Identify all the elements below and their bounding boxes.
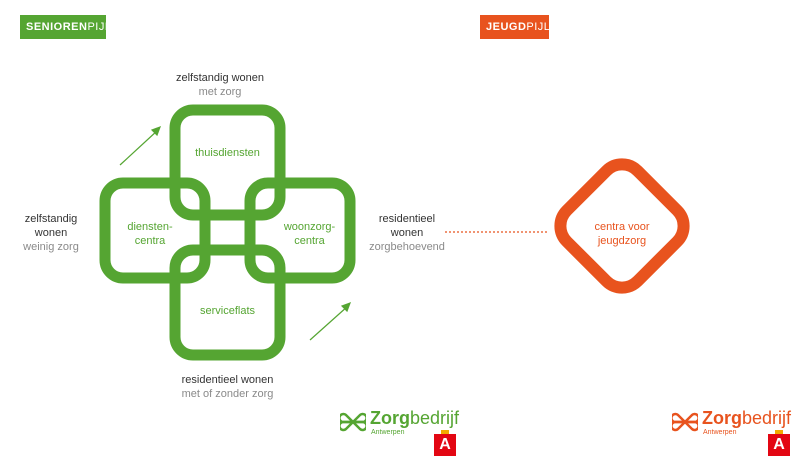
arrow-up-left-head bbox=[150, 125, 162, 137]
arrow-up-right-head bbox=[340, 301, 352, 313]
top-label-line1: zelfstandig wonen bbox=[175, 72, 265, 84]
antwerpen-a-badge: A bbox=[768, 430, 790, 456]
bottom-label-line1: residentieel wonen bbox=[181, 374, 274, 386]
right-label-line3: zorgbehoevend bbox=[369, 241, 445, 253]
top-label-line2: met zorg bbox=[198, 86, 242, 98]
left-label-line1: zelfstandig bbox=[24, 213, 78, 225]
node-dienstencentra-line1: diensten- bbox=[127, 221, 173, 233]
node-dienstencentra-line2: centra bbox=[134, 235, 166, 247]
jeugdzorg-diamond bbox=[554, 158, 690, 294]
node-woonzorgcentra-line2: centra bbox=[294, 235, 325, 247]
clover-icon bbox=[672, 412, 698, 432]
chain-link-bottom bbox=[169, 244, 286, 361]
logo-sub-green: Antwerpen bbox=[371, 429, 405, 436]
node-jeugdzorg: centra voor jeugdzorg bbox=[577, 220, 667, 248]
chain-link-top bbox=[169, 104, 286, 221]
jeugd-pijler-badge: JEUGDPIJLER bbox=[480, 15, 566, 39]
logo-word-orange: Zorgbedrijf bbox=[702, 408, 792, 428]
arrow-up-right bbox=[309, 305, 349, 341]
node-thuisdiensten: thuisdiensten bbox=[195, 147, 260, 159]
left-label-line2: wonen bbox=[34, 227, 68, 239]
node-jeugdzorg-line2: jeugdzorg bbox=[597, 235, 647, 247]
chain-link-left bbox=[99, 177, 211, 284]
antwerpen-a-badge: A bbox=[434, 430, 456, 456]
node-jeugdzorg-line1: centra voor bbox=[594, 221, 650, 233]
bottom-label: residentieel wonen met of zonder zorg bbox=[160, 373, 295, 401]
left-label: zelfstandig wonen weinig zorg bbox=[20, 212, 82, 254]
clover-icon bbox=[340, 412, 366, 432]
logo-sub-orange: Antwerpen bbox=[703, 429, 737, 436]
arrow-up-left bbox=[119, 129, 159, 166]
top-label: zelfstandig wonen met zorg bbox=[160, 71, 280, 99]
zorgbedrijf-logo-green: Zorgbedrijf Antwerpen A bbox=[340, 405, 465, 456]
right-label: residentieel wonen zorgbehoevend bbox=[362, 212, 452, 254]
node-woonzorgcentra: woonzorg- centra bbox=[272, 220, 347, 248]
senioren-pijler-badge: SENIORENPIJLER bbox=[20, 15, 127, 39]
node-woonzorgcentra-line1: woonzorg- bbox=[283, 221, 336, 233]
left-label-line3: weinig zorg bbox=[23, 241, 79, 253]
node-serviceflats: serviceflats bbox=[199, 305, 256, 317]
node-dienstencentra: diensten- centra bbox=[115, 220, 185, 248]
right-label-line2: wonen bbox=[390, 227, 424, 239]
zorgbedrijf-logo-orange: Zorgbedrijf Antwerpen A bbox=[672, 405, 797, 456]
right-label-line1: residentieel bbox=[378, 213, 436, 225]
bottom-label-line2: met of zonder zorg bbox=[181, 388, 274, 400]
logo-word-green: Zorgbedrijf bbox=[370, 408, 460, 428]
